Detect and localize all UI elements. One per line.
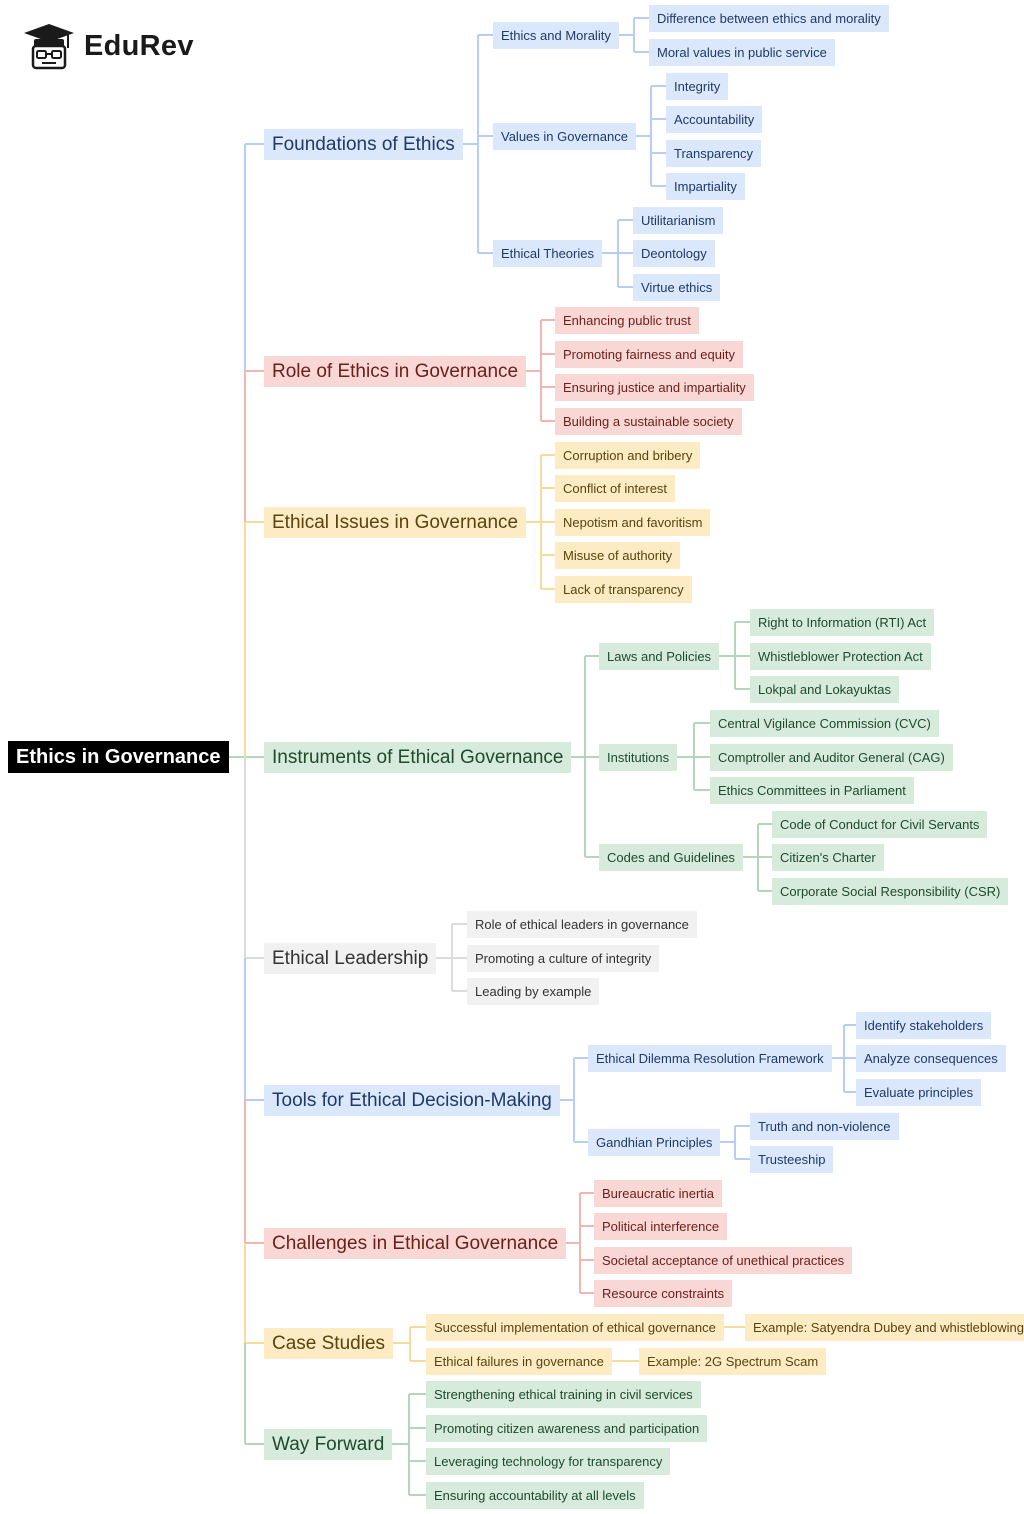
subtopic-analyze-consequences: Analyze consequences — [856, 1045, 1006, 1072]
subtopic-example-2g-spectrum-scam: Example: 2G Spectrum Scam — [639, 1348, 827, 1375]
branch-way-forward: Way Forward — [264, 1429, 393, 1460]
topic-political-interference: Political interference — [594, 1213, 728, 1240]
topic-bureaucratic-inertia: Bureaucratic inertia — [594, 1180, 722, 1207]
subtopic-corporate-social-responsibility-csr: Corporate Social Responsibility (CSR) — [772, 878, 1009, 905]
topic-nepotism-and-favoritism: Nepotism and favoritism — [555, 509, 711, 536]
subtopic-code-of-conduct-for-civil-servants: Code of Conduct for Civil Servants — [772, 811, 988, 838]
subtopic-impartiality: Impartiality — [666, 173, 745, 200]
topic-conflict-of-interest: Conflict of interest — [555, 475, 676, 502]
subtopic-virtue-ethics: Virtue ethics — [633, 274, 721, 301]
branch-tools-for-ethical-decision-making: Tools for Ethical Decision-Making — [264, 1085, 560, 1116]
topic-corruption-and-bribery: Corruption and bribery — [555, 442, 701, 469]
subtopic-comptroller-and-auditor-general-cag: Comptroller and Auditor General (CAG) — [710, 744, 953, 771]
topic-institutions: Institutions — [599, 744, 678, 771]
subtopic-right-to-information-rti-act: Right to Information (RTI) Act — [750, 609, 935, 636]
topic-resource-constraints: Resource constraints — [594, 1280, 733, 1307]
topic-misuse-of-authority: Misuse of authority — [555, 542, 681, 569]
topic-ethics-and-morality: Ethics and Morality — [493, 22, 619, 49]
topic-ethical-dilemma-resolution-framework: Ethical Dilemma Resolution Framework — [588, 1045, 832, 1072]
topic-building-a-sustainable-society: Building a sustainable society — [555, 408, 742, 435]
subtopic-evaluate-principles: Evaluate principles — [856, 1079, 982, 1106]
subtopic-ethics-committees-in-parliament: Ethics Committees in Parliament — [710, 777, 914, 804]
brand-name: EduRev — [84, 29, 194, 62]
topic-ensuring-justice-and-impartiality: Ensuring justice and impartiality — [555, 374, 754, 401]
subtopic-example-satyendra-dubey-and-whistleblowing: Example: Satyendra Dubey and whistleblow… — [745, 1314, 1024, 1341]
branch-instruments-of-ethical-governance: Instruments of Ethical Governance — [264, 742, 572, 773]
topic-ethical-theories: Ethical Theories — [493, 240, 602, 267]
topic-ethical-failures-in-governance: Ethical failures in governance — [426, 1348, 612, 1375]
topic-lack-of-transparency: Lack of transparency — [555, 576, 692, 603]
topic-promoting-citizen-awareness-and-participation: Promoting citizen awareness and particip… — [426, 1415, 708, 1442]
subtopic-trusteeship: Trusteeship — [750, 1146, 834, 1173]
branch-challenges-in-ethical-governance: Challenges in Ethical Governance — [264, 1228, 567, 1259]
topic-values-in-governance: Values in Governance — [493, 123, 636, 150]
subtopic-lokpal-and-lokayuktas: Lokpal and Lokayuktas — [750, 676, 899, 703]
topic-promoting-fairness-and-equity: Promoting fairness and equity — [555, 341, 743, 368]
graduation-cap-icon — [24, 24, 74, 70]
subtopic-transparency: Transparency — [666, 140, 761, 167]
topic-successful-implementation-of-ethical-governance: Successful implementation of ethical gov… — [426, 1314, 724, 1341]
subtopic-difference-between-ethics-and-morality: Difference between ethics and morality — [649, 5, 889, 32]
subtopic-deontology: Deontology — [633, 240, 715, 267]
topic-leading-by-example: Leading by example — [467, 978, 600, 1005]
subtopic-truth-and-non-violence: Truth and non-violence — [750, 1113, 899, 1140]
brand-logo: EduRev — [22, 22, 194, 70]
branch-ethical-issues-in-governance: Ethical Issues in Governance — [264, 507, 527, 538]
branch-case-studies: Case Studies — [264, 1328, 394, 1359]
topic-promoting-a-culture-of-integrity: Promoting a culture of integrity — [467, 945, 660, 972]
topic-role-of-ethical-leaders-in-governance: Role of ethical leaders in governance — [467, 911, 697, 938]
topic-societal-acceptance-of-unethical-practices: Societal acceptance of unethical practic… — [594, 1247, 853, 1274]
subtopic-whistleblower-protection-act: Whistleblower Protection Act — [750, 643, 931, 670]
topic-laws-and-policies: Laws and Policies — [599, 643, 720, 670]
subtopic-identify-stakeholders: Identify stakeholders — [856, 1012, 992, 1039]
subtopic-central-vigilance-commission-cvc: Central Vigilance Commission (CVC) — [710, 710, 939, 737]
subtopic-accountability: Accountability — [666, 106, 763, 133]
branch-foundations-of-ethics: Foundations of Ethics — [264, 129, 463, 160]
topic-ensuring-accountability-at-all-levels: Ensuring accountability at all levels — [426, 1482, 644, 1509]
subtopic-utilitarianism: Utilitarianism — [633, 207, 724, 234]
topic-strengthening-ethical-training-in-civil-services: Strengthening ethical training in civil … — [426, 1381, 701, 1408]
subtopic-citizen-s-charter: Citizen's Charter — [772, 844, 884, 871]
subtopic-moral-values-in-public-service: Moral values in public service — [649, 39, 835, 66]
branch-ethical-leadership: Ethical Leadership — [264, 943, 437, 974]
topic-enhancing-public-trust: Enhancing public trust — [555, 307, 699, 334]
subtopic-integrity: Integrity — [666, 73, 729, 100]
topic-leveraging-technology-for-transparency: Leveraging technology for transparency — [426, 1448, 671, 1475]
topic-gandhian-principles: Gandhian Principles — [588, 1129, 721, 1156]
branch-role-of-ethics-in-governance: Role of Ethics in Governance — [264, 356, 527, 387]
topic-codes-and-guidelines: Codes and Guidelines — [599, 844, 743, 871]
root-node: Ethics in Governance — [8, 741, 229, 773]
